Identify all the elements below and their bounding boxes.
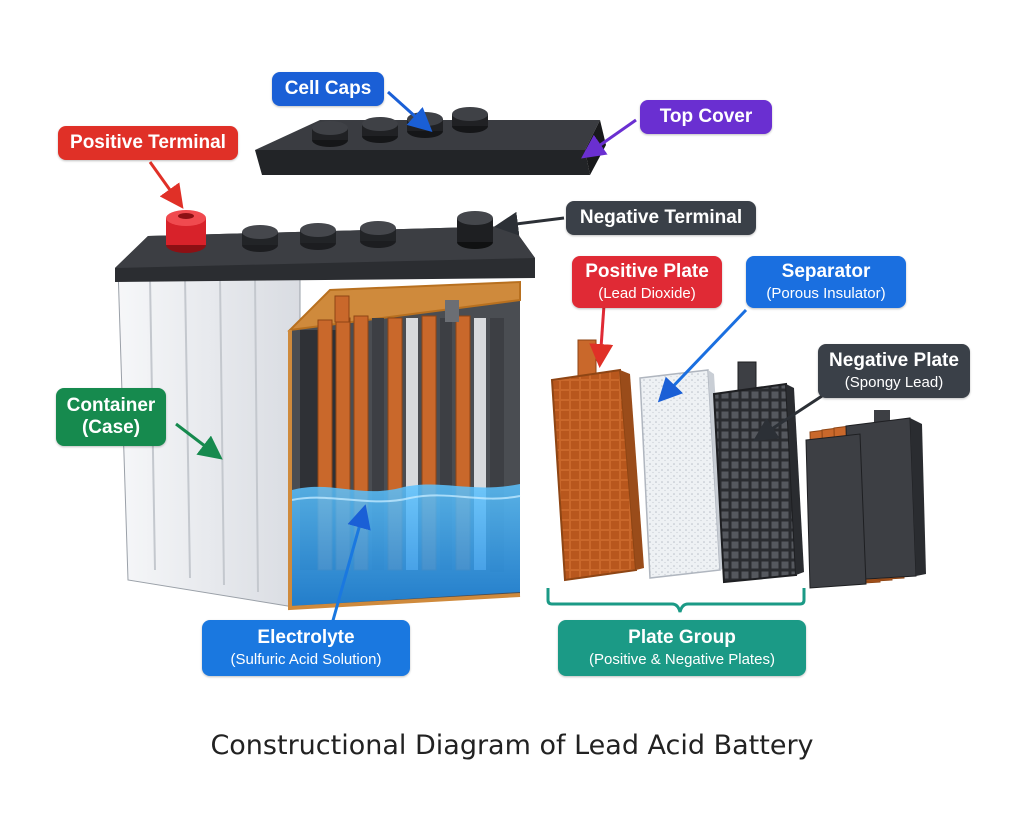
label-text: Electrolyte [257, 627, 355, 649]
figure-caption: Constructional Diagram of Lead Acid Batt… [210, 730, 814, 761]
negative-terminal-post [457, 211, 493, 249]
label-text: Cell Caps [284, 78, 372, 100]
label-text: Negative Plate [829, 350, 959, 372]
label-text: Positive Plate [585, 261, 709, 283]
battery-case [115, 210, 535, 611]
label-negative-terminal: Negative Terminal [566, 201, 756, 235]
label-subtext: (Porous Insulator) [766, 285, 886, 303]
label-container: Container (Case) [56, 388, 166, 446]
label-text: Plate Group [628, 627, 736, 649]
label-positive-terminal: Positive Terminal [58, 126, 238, 160]
label-separator: Separator (Porous Insulator) [746, 256, 906, 308]
label-subtext: (Lead Dioxide) [598, 285, 696, 303]
label-subtext: (Case) [81, 417, 141, 438]
label-text: Separator [781, 261, 871, 283]
negative-plate [712, 361, 804, 584]
cell-caps [312, 107, 488, 147]
label-plate-group: Plate Group (Positive & Negative Plates) [558, 620, 806, 676]
label-text: Top Cover [659, 106, 753, 128]
electrolyte-liquid [292, 484, 520, 606]
label-electrolyte: Electrolyte (Sulfuric Acid Solution) [202, 620, 410, 676]
label-subtext: (Sulfuric Acid Solution) [230, 651, 382, 669]
positive-plate [550, 339, 644, 582]
label-negative-plate: Negative Plate (Spongy Lead) [818, 344, 970, 398]
label-text: Negative Terminal [579, 207, 743, 229]
label-cell-caps: Cell Caps [272, 72, 384, 106]
leader-arrows [148, 90, 823, 625]
label-top-cover: Top Cover [640, 100, 772, 134]
plate-stack [805, 410, 926, 589]
label-text: Positive Terminal [70, 132, 226, 154]
top-cover [255, 107, 606, 175]
label-text: Container [66, 395, 156, 417]
label-subtext: (Spongy Lead) [844, 374, 944, 392]
label-subtext: (Positive & Negative Plates) [589, 651, 775, 669]
plate-group-bracket [546, 588, 806, 613]
label-positive-plate: Positive Plate (Lead Dioxide) [572, 256, 722, 308]
separator-sheet [639, 369, 721, 579]
positive-terminal-post [166, 210, 206, 253]
